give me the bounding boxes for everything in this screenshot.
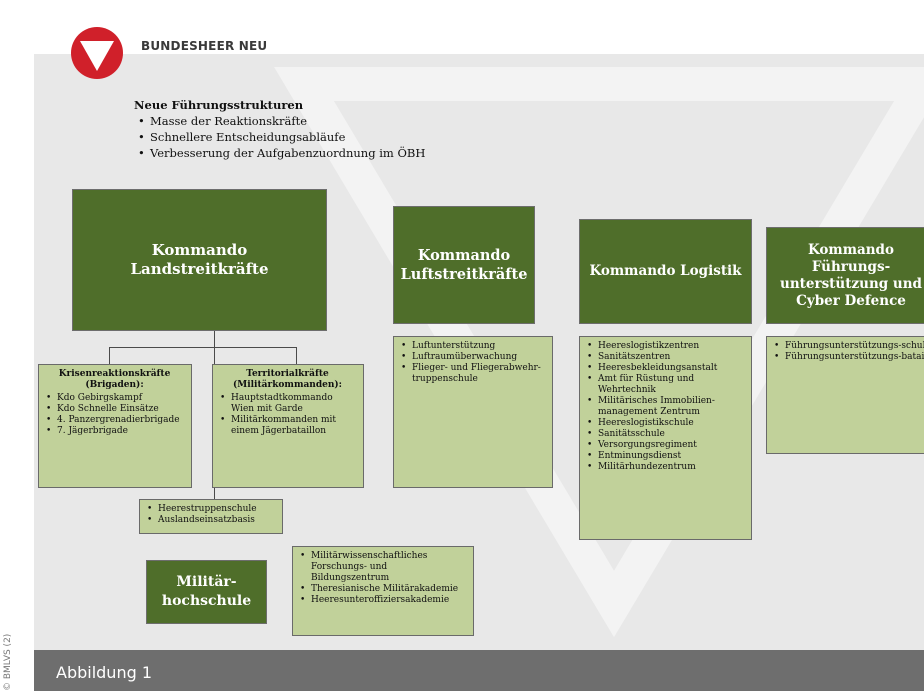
list-item: Versorgungsregiment (585, 440, 745, 451)
list-item: 7. Jägerbrigade (44, 426, 185, 437)
command-logistik: Kommando Logistik (579, 219, 752, 324)
intro-title: Neue Führungsstrukturen (134, 98, 304, 112)
list-item: Militärkommanden mit einem Jägerbataillo… (218, 415, 357, 437)
list-item: Luftunterstützung (399, 341, 546, 352)
box-fuehrungsunterstuetzung-units: Führungsunterstützungs-schule Führungsun… (766, 336, 924, 454)
command-landstreitkraefte: Kommando Landstreitkräfte (72, 189, 327, 331)
list-item: Kdo Schnelle Einsätze (44, 404, 185, 415)
list-item: 4. Panzergrenadierbrigade (44, 415, 185, 426)
list-item: Hauptstadtkommando Wien mit Garde (218, 393, 357, 415)
box-territorialkraefte: Territorialkräfte (Militärkommanden): Ha… (212, 364, 364, 488)
list-item: Militärhundezentrum (585, 462, 745, 473)
list-item: Heeresbekleidungsanstalt (585, 363, 745, 374)
list-item: Heeresunteroffiziersakademie (298, 595, 467, 606)
caption-bar: Abbildung 1 (34, 650, 924, 691)
slide: BUNDESHEER NEU Neue Führungsstrukturen M… (34, 14, 924, 664)
intro-point: Masse der Reaktionskräfte (134, 113, 425, 129)
box-heerestruppenschule: Heerestruppenschule Auslandseinsatzbasis (139, 499, 283, 534)
connector-line (109, 347, 110, 364)
intro-point: Verbesserung der Aufgabenzuordnung im ÖB… (134, 145, 425, 161)
command-fuehrungsunterstuetzung: Kommando Führungs-unterstützung und Cybe… (766, 227, 924, 324)
list-item: Führungsunterstützungs-schule (772, 341, 924, 352)
list-item: Heerestruppenschule (145, 504, 276, 515)
box-title: Territorialkräfte (Militärkommanden): (232, 369, 342, 390)
box-militaerhochschule-units: Militärwissenschaftliches Forschungs- un… (292, 546, 474, 636)
bundesheer-logo-icon (71, 27, 123, 79)
list-item: Amt für Rüstung und Wehrtechnik (585, 374, 745, 396)
list-item: Theresianische Militärakademie (298, 584, 467, 595)
list-item: Militärwissenschaftliches Forschungs- un… (298, 551, 467, 584)
command-luftstreitkraefte: Kommando Luftstreitkräfte (393, 206, 535, 324)
intro-block: Neue Führungsstrukturen Masse der Reakti… (134, 97, 425, 161)
connector-line (109, 347, 296, 348)
figure-caption: Abbildung 1 (56, 663, 153, 682)
connector-line (296, 347, 297, 364)
box-logistik-units: Heereslogistikzentren Sanitätszentren He… (579, 336, 752, 540)
list-item: Sanitätszentren (585, 352, 745, 363)
list-item: Militärisches Immobilien-management Zent… (585, 396, 745, 418)
intro-list: Masse der Reaktionskräfte Schnellere Ent… (134, 113, 425, 161)
list-item: Kdo Gebirgskampf (44, 393, 185, 404)
list-item: Luftraumüberwachung (399, 352, 546, 363)
command-militaerhochschule: Militär-hochschule (146, 560, 267, 624)
list-item: Auslandseinsatzbasis (145, 515, 276, 526)
image-credit: © BMLVS (2) (3, 633, 13, 691)
list-item: Entminungsdienst (585, 451, 745, 462)
box-title: Krisenreaktionskräfte (Brigaden): (58, 369, 171, 390)
list-item: Flieger- und Fliegerabwehr-truppenschule (399, 363, 546, 385)
list-item: Führungsunterstützungs-bataillone (772, 352, 924, 363)
list-item: Heereslogistikschule (585, 418, 745, 429)
brand-title: BUNDESHEER NEU (141, 39, 268, 53)
box-krisenreaktionskraefte: Krisenreaktionskräfte (Brigaden): Kdo Ge… (38, 364, 192, 488)
box-luftstreitkraefte-units: Luftunterstützung Luftraumüberwachung Fl… (393, 336, 553, 488)
intro-point: Schnellere Entscheidungsabläufe (134, 129, 425, 145)
list-item: Sanitätsschule (585, 429, 745, 440)
list-item: Heereslogistikzentren (585, 341, 745, 352)
